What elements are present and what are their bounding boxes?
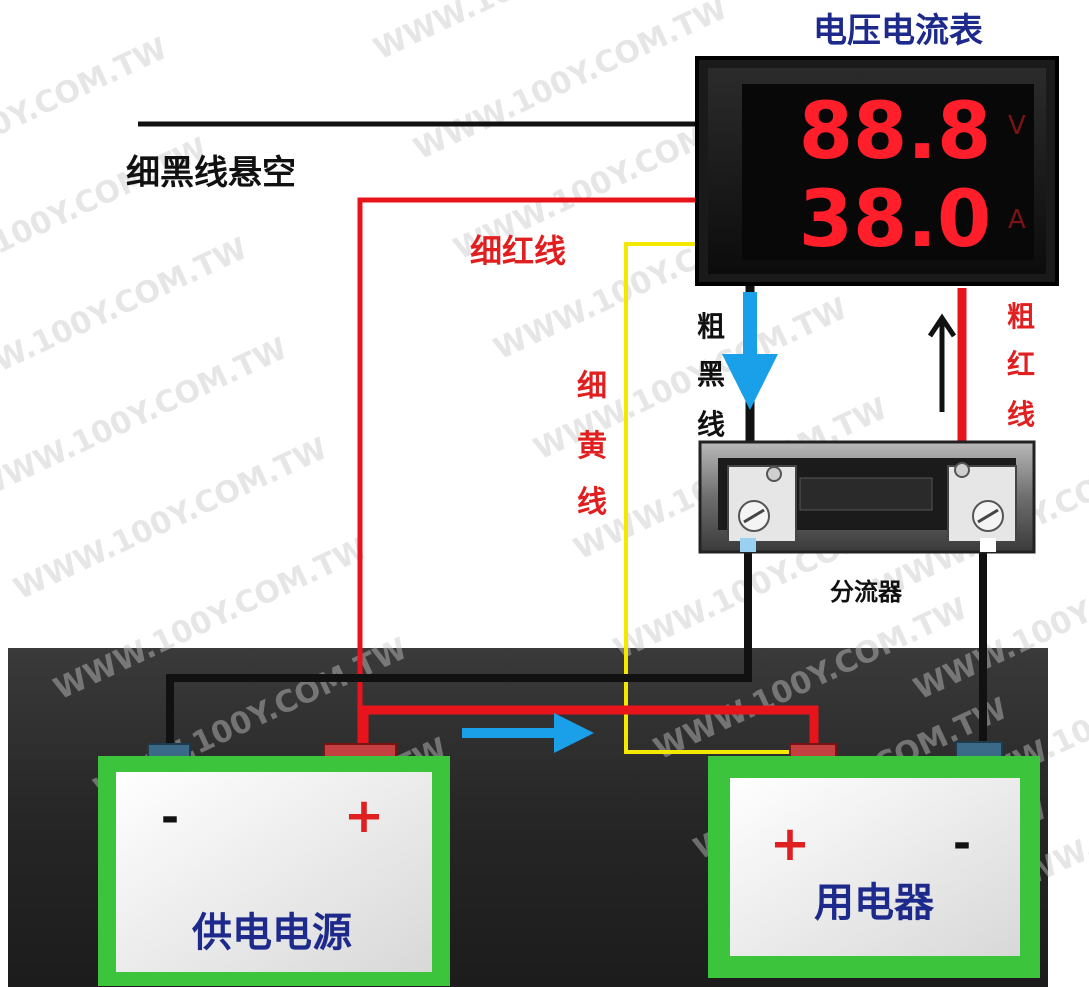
thick-black-char-2: 黑 [697,358,725,391]
meter-title: 电压电流表 [813,11,983,51]
thick-black-char-3: 线 [697,408,725,441]
thin-yellow-wire [624,242,808,754]
supply-plus-sign: + [344,788,384,844]
thick-red-char-1: 粗 [1007,300,1035,333]
thin-yellow-char-2: 黄 [577,429,607,464]
thick-red-char-2: 红 [1007,348,1035,381]
shunt-resistor [698,440,1036,554]
thick-black-char-1: 粗 [697,310,725,343]
load-label: 用电器 [814,880,935,926]
thin-red-label: 细红线 [470,232,566,270]
shunt-label: 分流器 [830,578,903,606]
supply-minus-sign: - [161,792,179,843]
thin-yellow-char-1: 细 [577,369,607,404]
black-supply-wire [166,548,752,744]
power-supply-label: 供电电源 [192,910,352,956]
thin-yellow-char-3: 线 [577,485,607,520]
volt-amp-meter: 88.8 38.0 V A [695,56,1059,286]
thin-yellow-label: 细 黄 线 [577,369,607,520]
current-unit: A [1008,205,1026,235]
power-supply-battery [98,743,450,986]
voltage-readout: 88.8 [799,87,991,177]
thick-red-label: 粗 红 线 [1007,300,1035,431]
load-device [708,741,1040,978]
thin-red-wire [357,197,705,748]
thin-black-label: 细黑线悬空 [126,153,296,193]
load-minus-sign: - [953,818,971,869]
thick-red-load-wire [359,705,819,746]
load-plus-sign: + [770,816,810,872]
black-up-arrow [927,313,957,412]
current-readout: 38.0 [799,175,991,265]
thick-red-char-3: 线 [1007,398,1035,431]
voltage-unit: V [1008,111,1026,141]
thick-black-label: 粗 黑 线 [697,310,725,441]
